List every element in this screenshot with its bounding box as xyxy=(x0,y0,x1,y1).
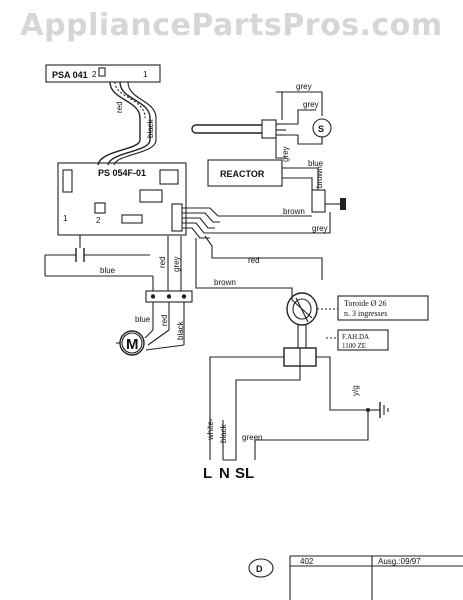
reactor-block: REACTOR blue brown xyxy=(207,159,346,213)
reactor-terminal xyxy=(311,189,326,213)
wire-label-brown-board: brown xyxy=(283,207,305,216)
toroid-label-line2: n. 3 ingresses xyxy=(344,309,387,318)
board-output-wires: brown grey red brown xyxy=(182,207,331,300)
board-label: PS 054F-01 xyxy=(98,168,146,178)
twisted-cable: red black xyxy=(97,81,157,166)
wire-label-blue-reactor: blue xyxy=(308,159,324,168)
filter-label-line2: 1100 ZE xyxy=(342,342,366,350)
mains-filter: white black green y/g L N SL xyxy=(203,325,389,482)
wire-label-blue-motor: blue xyxy=(135,315,151,324)
board-part-right xyxy=(159,169,179,185)
board-resistor xyxy=(121,214,143,224)
revision-label: D xyxy=(256,564,263,574)
wire-label-red-top: red xyxy=(115,101,124,113)
lamp-assembly: grey grey grey S xyxy=(191,82,332,162)
psa-box xyxy=(45,64,161,83)
revision-circle xyxy=(248,558,274,578)
wire-label-grey-mid: grey xyxy=(172,256,181,272)
terminal-sl: SL xyxy=(235,465,254,482)
board-chip xyxy=(139,189,163,203)
filter-label-line1: F.AH.DA xyxy=(342,333,369,341)
starter-symbol xyxy=(312,118,332,138)
terminal-screw-1 xyxy=(150,294,156,299)
capacitor-circuit: blue xyxy=(44,235,154,291)
wire-label-yg: y/g xyxy=(351,385,360,396)
ps-054f-board: PS 054F-01 1 2 xyxy=(57,162,187,236)
board-to-terminal-wires: red grey xyxy=(158,236,182,291)
wire-label-red-motor: red xyxy=(160,314,169,326)
psa-pin-block xyxy=(98,67,106,77)
board-outline xyxy=(57,162,187,236)
lamp-socket xyxy=(261,119,277,139)
terminal-l: L xyxy=(203,465,212,482)
psa-label: PSA 041 xyxy=(52,70,88,80)
wire-label-grey-starter: grey xyxy=(303,100,319,109)
filter-label-box xyxy=(337,329,389,351)
toroid-block: Toroide Ø 26 n. 3 ingresses xyxy=(286,292,429,326)
wire-label-grey-lamp-side: grey xyxy=(281,146,290,162)
toroid-label-box xyxy=(337,295,429,321)
board-pin-left: 1 xyxy=(63,214,68,223)
psa-pin-left: 2 xyxy=(92,70,97,79)
terminal-n: N xyxy=(219,465,230,482)
reactor-label: REACTOR xyxy=(220,169,265,179)
wire-label-black-top: black xyxy=(146,118,155,138)
motor-circuit: blue red black M xyxy=(116,302,185,356)
motor-label: M xyxy=(126,336,139,353)
board-connector xyxy=(94,202,106,214)
toroid-label-line1: Toroide Ø 26 xyxy=(344,299,387,308)
wire-label-red-toroid: red xyxy=(248,256,260,265)
watermark-logo: AppliancePartsPros.com xyxy=(20,8,443,43)
filter-label: F.AH.DA 1100 ZE xyxy=(326,329,389,351)
wire-label-brown-toroid: brown xyxy=(214,278,236,287)
terminal-screw-3 xyxy=(181,294,187,299)
wire-label-red-mid: red xyxy=(158,256,167,268)
motor-terminal-block xyxy=(145,290,193,303)
psa-pin-right: 1 xyxy=(143,70,148,79)
footer-cell-402: 402 xyxy=(300,557,314,566)
reactor-plug xyxy=(340,198,346,210)
board-part-left xyxy=(62,169,73,193)
footer-cell-date: Ausg.:09/97 xyxy=(378,557,421,566)
starter-label: S xyxy=(318,124,324,134)
wire-label-brown-reactor: brown xyxy=(315,166,324,188)
wire-label-green: green xyxy=(242,433,262,442)
wire-label-grey-board: grey xyxy=(312,224,328,233)
wire-label-blue-cap: blue xyxy=(100,266,116,275)
reactor-box xyxy=(207,159,283,187)
board-terminal-strip xyxy=(171,203,183,232)
wire-label-black-motor: black xyxy=(176,320,185,340)
wire-label-grey-lamp-top: grey xyxy=(296,82,312,91)
terminal-screw-2 xyxy=(166,294,172,299)
psa-041-block: PSA 041 2 1 xyxy=(45,64,161,83)
board-pin-right: 2 xyxy=(96,216,101,225)
footer: D 402 Ausg.:09/97 xyxy=(248,555,463,600)
